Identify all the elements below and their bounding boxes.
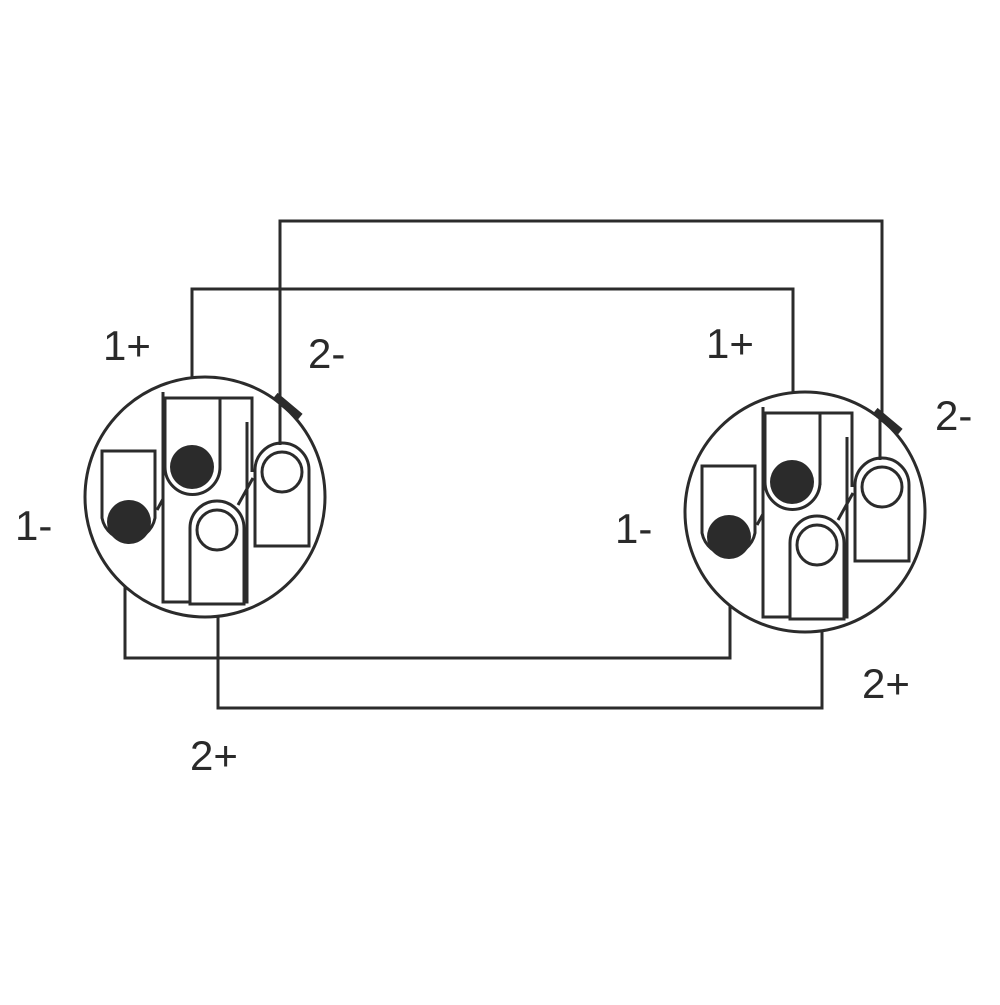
left-label-1-minus: 1- [15,502,53,549]
wire-1-plus [190,287,795,412]
wires [123,219,884,710]
key-notch-icon [872,407,903,436]
left-label-2-minus: 2- [308,330,346,377]
left-connector [83,375,327,619]
right-label-1-minus: 1- [615,505,653,552]
left-label-1-plus: 1+ [103,322,151,369]
key-notch-icon [272,392,303,421]
connector-body [683,390,927,634]
right-label-1-plus: 1+ [706,320,754,367]
wire-1-minus [123,550,732,660]
right-connector [683,390,927,634]
left-label-2-plus: 2+ [190,732,238,779]
connector-body [83,375,327,619]
right-label-2-plus: 2+ [862,660,910,707]
right-label-2-minus: 2- [935,392,973,439]
wire-2-plus [216,606,824,710]
wire-2-minus [278,219,884,420]
